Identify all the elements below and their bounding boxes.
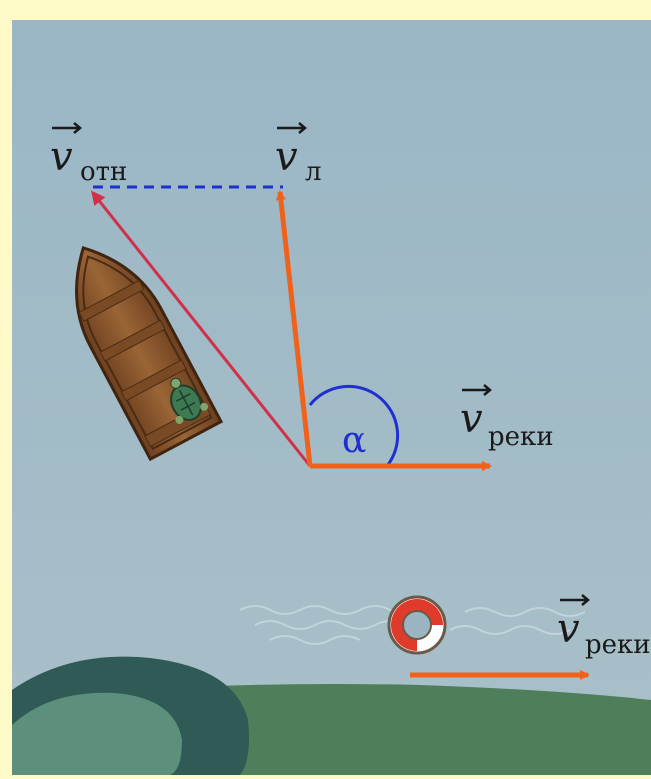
- vector-boat: [275, 190, 313, 467]
- v-river-subscript: реки: [488, 422, 554, 452]
- angle-arc: [308, 384, 400, 467]
- vector-arrow-sign: [560, 594, 590, 606]
- label-v-relative: v отн: [50, 122, 127, 187]
- wave-icon: [239, 605, 586, 645]
- label-v-river-2: v реки: [557, 594, 651, 660]
- turtle-icon: [170, 377, 209, 424]
- lifebuoy-icon: [387, 595, 447, 655]
- v-boat-subscript: л: [305, 157, 322, 187]
- v-river2-symbol: v: [557, 606, 580, 652]
- boat-icon: [75, 246, 224, 462]
- v-relative-subscript: отн: [80, 157, 127, 187]
- v-river-symbol: v: [460, 396, 483, 442]
- label-v-river: v реки: [460, 384, 554, 452]
- hill-light: [12, 692, 182, 775]
- v-boat-symbol: v: [275, 134, 298, 180]
- angle-alpha-label: α: [342, 420, 366, 461]
- label-v-boat: v л: [275, 122, 322, 187]
- vector-arrow-sign: [462, 384, 492, 396]
- v-relative-symbol: v: [50, 134, 73, 180]
- vector-relative: [91, 190, 312, 467]
- vector-arrow-sign: [52, 122, 82, 134]
- vector-arrow-sign: [277, 122, 307, 134]
- v-river2-subscript: реки: [585, 630, 651, 660]
